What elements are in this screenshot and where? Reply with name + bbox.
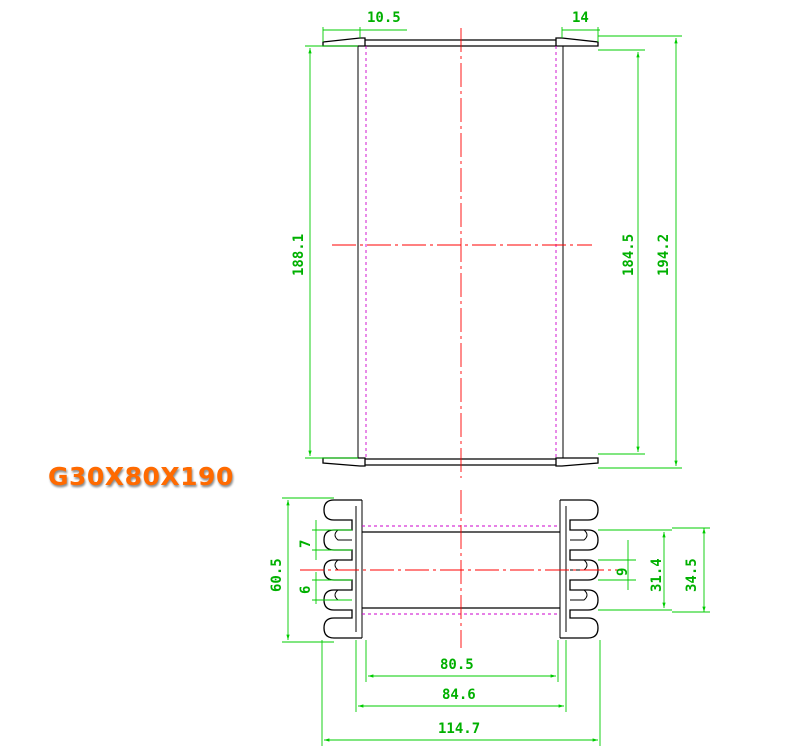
dim-inner-right: 184.5 [621, 234, 637, 276]
dim-overall-right: 194.2 [656, 234, 672, 276]
dim-outer-height: 34.5 [684, 558, 700, 592]
dim-flange-right: 14 [572, 10, 589, 26]
front-view: 10.5 14 188.1 184.5 194.2 [291, 10, 682, 478]
bottom-flange [322, 457, 366, 467]
top-flange [322, 37, 366, 47]
dim-slot-lower: 6 [298, 586, 314, 594]
dim-end-height: 60.5 [269, 558, 285, 592]
part-title: G30X80X190 [48, 462, 234, 491]
dim-flange-left: 10.5 [367, 10, 401, 26]
dim-inner-height: 31.4 [649, 558, 665, 592]
dim-overall-width: 114.7 [438, 721, 480, 737]
dim-mid-width: 84.6 [442, 687, 476, 703]
dim-inner-width: 80.5 [440, 657, 474, 673]
dim-slot-right: 9 [615, 568, 631, 576]
dim-overall-left: 188.1 [291, 234, 307, 276]
dim-slot-upper: 7 [298, 540, 314, 548]
end-view: 60.5 7 6 9 31.4 34.5 80.5 [269, 490, 710, 746]
